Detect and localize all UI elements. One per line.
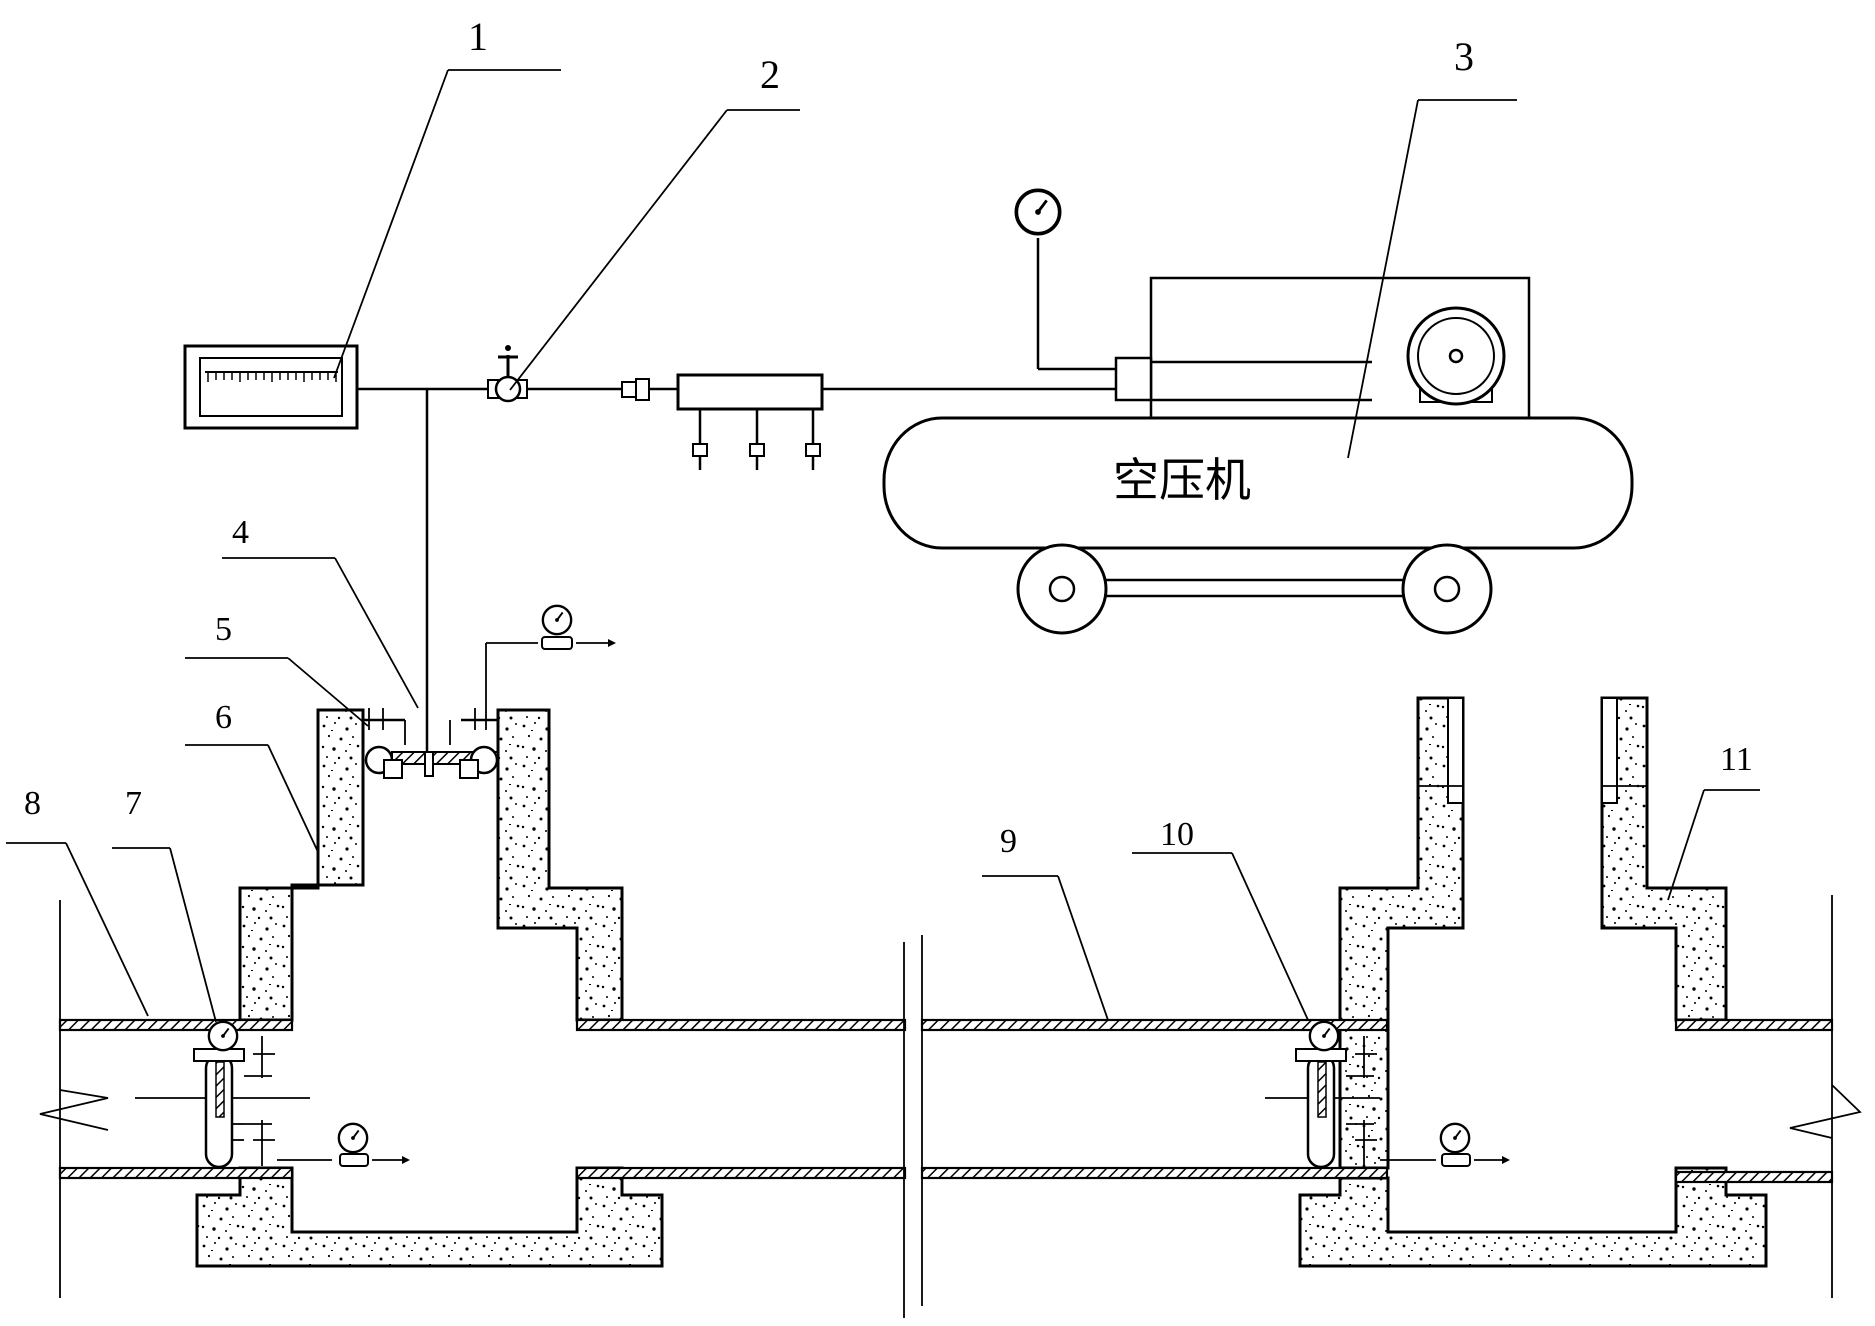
left-manhole-right-wall xyxy=(496,708,624,1022)
right-manhole-right-wall xyxy=(1600,696,1728,1022)
left-manhole-left-wall xyxy=(238,708,365,1022)
callout-9: 9 xyxy=(1000,823,1017,860)
callout-4: 4 xyxy=(232,514,249,551)
flowmeter-icon xyxy=(183,344,359,430)
callout-7: 7 xyxy=(125,785,142,822)
callout-2: 2 xyxy=(760,52,780,97)
valve-icon xyxy=(487,345,528,403)
callout-8: 8 xyxy=(24,785,41,822)
pipe-plug-icon xyxy=(193,1020,410,1169)
callout-leaders xyxy=(6,69,1760,1023)
left-manhole xyxy=(195,708,664,1268)
callout-5: 5 xyxy=(215,611,232,648)
callout-11: 11 xyxy=(1720,741,1753,778)
callout-6: 6 xyxy=(215,699,232,736)
compressor-label: 空压机 xyxy=(1113,453,1251,507)
right-manhole xyxy=(1298,696,1768,1268)
left-pipe xyxy=(39,900,923,1318)
pipe-plug-icon xyxy=(1295,1020,1510,1169)
air-compressor-icon: 空压机 xyxy=(882,188,1634,635)
right-manhole-base xyxy=(1298,1166,1768,1268)
manifold-icon xyxy=(621,373,824,470)
callout-10: 10 xyxy=(1160,816,1194,853)
throat-plug-assembly xyxy=(363,604,616,779)
right-manhole-left-wall xyxy=(1338,696,1465,1170)
right-pipe xyxy=(920,895,1862,1298)
left-manhole-base xyxy=(195,1166,664,1268)
callout-3: 3 xyxy=(1454,34,1474,79)
callout-1: 1 xyxy=(468,14,488,59)
air-line xyxy=(357,387,1116,752)
